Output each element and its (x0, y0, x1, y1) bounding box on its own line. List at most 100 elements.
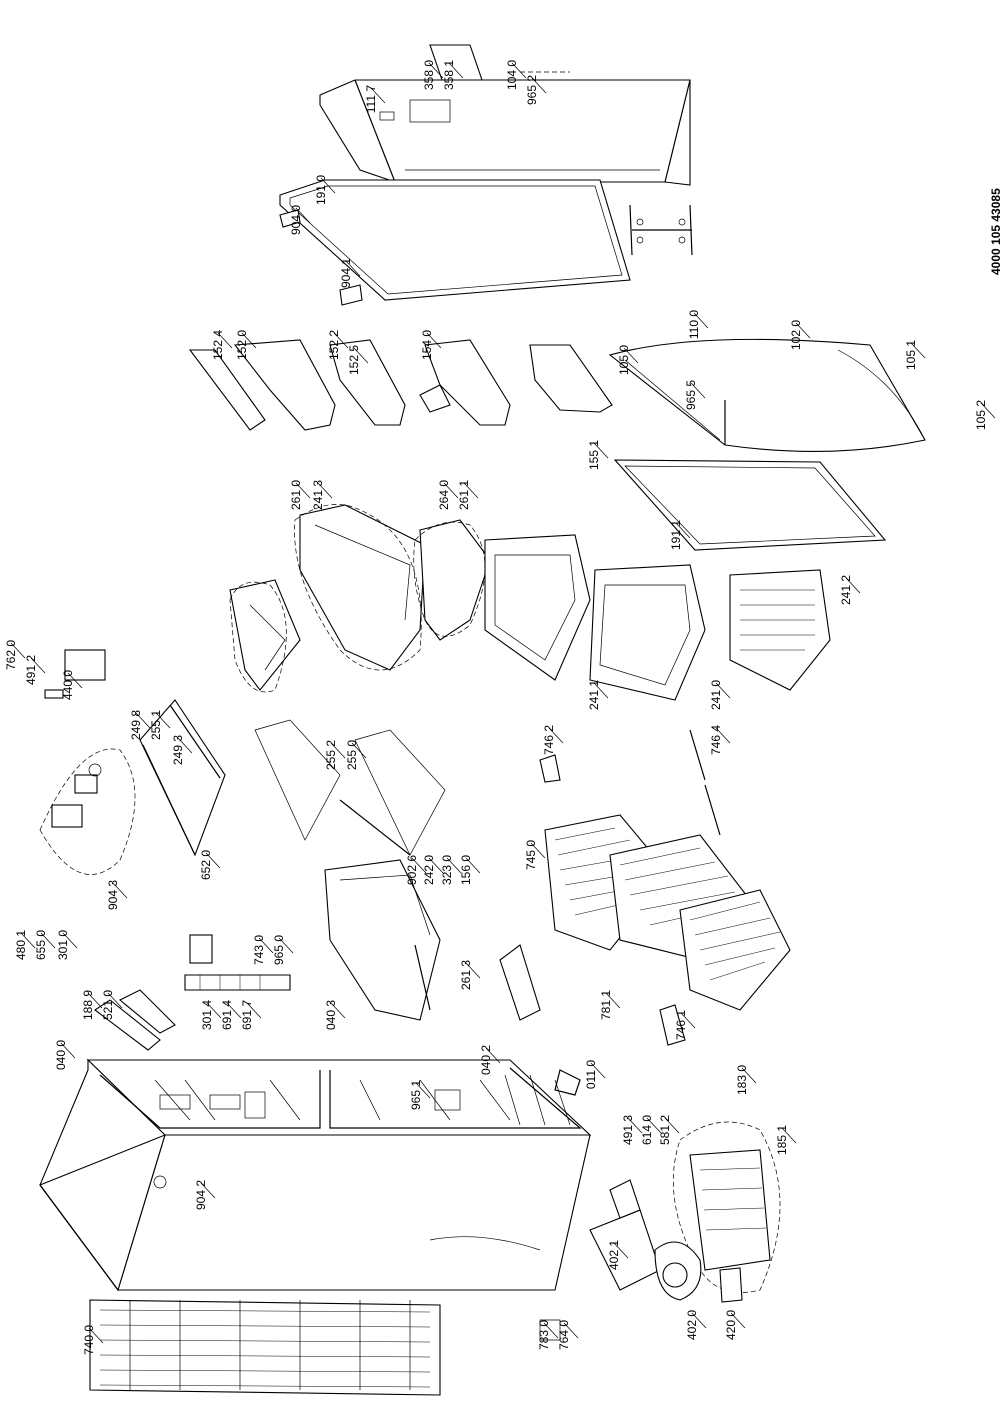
callout-label: 904 1 (339, 258, 353, 288)
leader-line (177, 737, 193, 754)
callout-label: 746 4 (709, 725, 723, 755)
leader-line (67, 672, 83, 689)
upper-door-gasket (279, 179, 631, 301)
callout-label: 241 3 (311, 480, 325, 510)
leader-line (241, 332, 257, 349)
callout-label: 904 3 (106, 880, 120, 910)
callout-label: 491 2 (24, 655, 38, 685)
leader-line (411, 857, 427, 874)
leader-line (845, 577, 861, 594)
callout-label: 241 1 (587, 680, 601, 710)
lower-door-gasket (613, 459, 887, 551)
leader-line (715, 727, 731, 744)
callout-label: 185 1 (775, 1125, 789, 1155)
leader-line (62, 932, 78, 949)
leader-line (627, 1117, 643, 1134)
callout-label: 105 1 (904, 340, 918, 370)
callout-label: 420 0 (724, 1310, 738, 1340)
control-strip (94, 859, 441, 1051)
leader-line (415, 1082, 431, 1099)
callout-label: 301 0 (56, 930, 70, 960)
leader-line (353, 347, 369, 364)
leader-line (135, 712, 151, 729)
callout-label: 358 1 (442, 60, 456, 90)
leader-line (426, 332, 442, 349)
leader-line (345, 260, 361, 277)
callout-label: 188 9 (81, 990, 95, 1020)
callout-label: 152 0 (235, 330, 249, 360)
callout-label: 402 0 (685, 1310, 699, 1340)
leader-line (278, 937, 294, 954)
condenser (89, 1299, 441, 1396)
leader-line (980, 402, 996, 419)
callout-label: 261 3 (459, 960, 473, 990)
callout-label: 249 3 (171, 735, 185, 765)
tube-fitting (539, 1319, 561, 1341)
leader-line (680, 1012, 696, 1029)
callout-label: 746 2 (542, 725, 556, 755)
callout-label: 152 5 (347, 345, 361, 375)
callout-label: 156 0 (459, 855, 473, 885)
callout-label: 491 3 (621, 1115, 635, 1145)
leader-line (623, 347, 639, 364)
leader-line (87, 992, 103, 1009)
leader-line (107, 992, 123, 1009)
cover-outline (229, 581, 287, 693)
leader-line (910, 342, 926, 359)
leader-line (646, 1117, 662, 1134)
callout-label: 261 0 (289, 480, 303, 510)
leader-line (112, 882, 128, 899)
leader-line (730, 1312, 746, 1329)
callout-label: 904 2 (194, 1180, 208, 1210)
callout-label: 152 4 (211, 330, 225, 360)
leader-line (246, 1002, 262, 1019)
top-left-accessories (39, 649, 136, 875)
callout-label: 521 0 (101, 990, 115, 1020)
callout-label: 783 0 (537, 1320, 551, 1350)
leader-line (485, 1047, 501, 1064)
callout-label: 764 0 (557, 1320, 571, 1350)
callout-label: 581 2 (658, 1115, 672, 1145)
leader-line (333, 332, 349, 349)
callout-label: 691 7 (240, 1000, 254, 1030)
document-id: 4000 105 43085 (989, 188, 1002, 275)
leader-line (675, 522, 691, 539)
hinge-bracket (629, 204, 693, 256)
leader-line (446, 857, 462, 874)
callout-label: 105 2 (974, 400, 988, 430)
callout-label: 745 0 (524, 840, 538, 870)
leader-line (320, 177, 336, 194)
bracket-outline (413, 521, 486, 637)
callout-label: 323 0 (440, 855, 454, 885)
callout-label: 691 4 (220, 1000, 234, 1030)
leader-line (593, 682, 609, 699)
callout-label: 358 0 (422, 60, 436, 90)
callout-label: 040 0 (54, 1040, 68, 1070)
leader-line (613, 1242, 629, 1259)
callout-label: 301 4 (200, 1000, 214, 1030)
callout-label: 965 2 (525, 75, 539, 105)
callout-label: 480 1 (14, 930, 28, 960)
leader-line (351, 742, 367, 759)
callout-label: 743 0 (252, 935, 266, 965)
leader-line (10, 642, 26, 659)
callout-label: 242 0 (422, 855, 436, 885)
leader-line (563, 1322, 579, 1339)
leader-line (330, 1002, 346, 1019)
leader-line (30, 657, 46, 674)
compressor-area (554, 1069, 781, 1303)
callout-label: 011 0 (584, 1060, 598, 1089)
leader-line (781, 1127, 797, 1144)
leader-line (741, 1067, 757, 1084)
leader-line (590, 1062, 606, 1079)
callout-label: 762 0 (4, 640, 18, 670)
leader-line (370, 87, 386, 104)
leader-line (593, 442, 609, 459)
drawer-outline (294, 504, 422, 671)
leader-lines (10, 62, 996, 1344)
leader-line (60, 1042, 76, 1059)
callout-label: 191 0 (314, 175, 328, 205)
callout-label: 183 0 (735, 1065, 749, 1095)
